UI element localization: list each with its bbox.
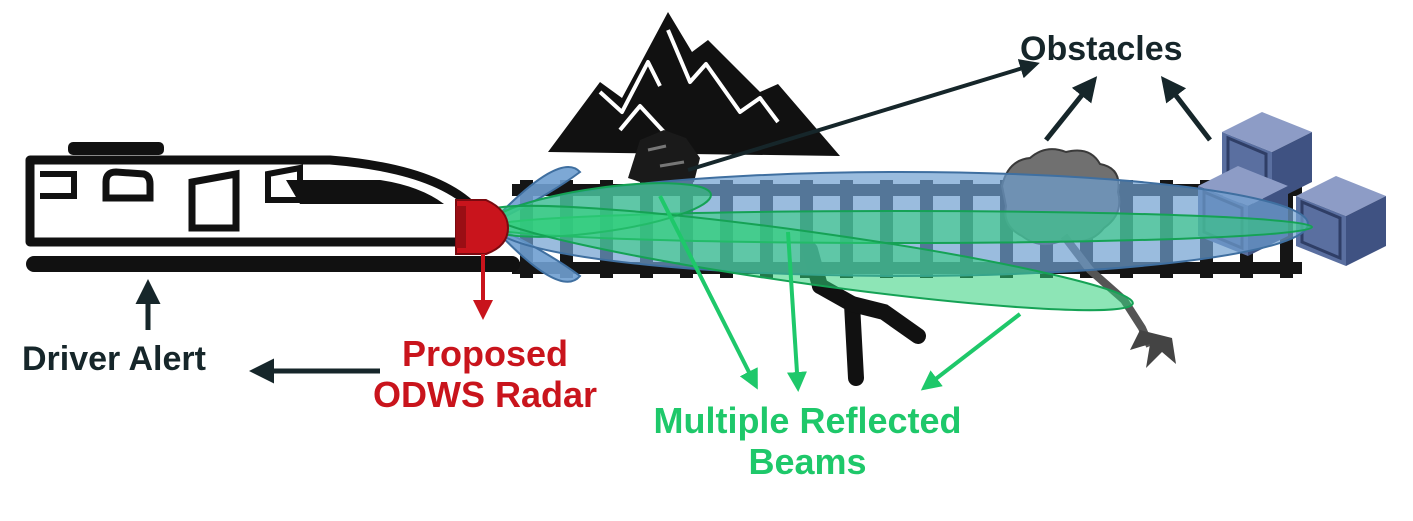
label-beams-line-2: Beams — [748, 441, 867, 483]
label-obstacles: Obstacles — [1020, 30, 1183, 68]
label-beams-line-1: Multiple Reflected — [653, 400, 962, 441]
train-icon — [25, 142, 520, 272]
arrow-beam-1 — [658, 195, 758, 390]
arrow-beam-2 — [786, 231, 807, 392]
arrow-beam-3 — [920, 312, 1022, 391]
arrow-tree-to-obstacles — [1044, 76, 1098, 142]
label-proposed-odws-radar: Proposed ODWS Radar — [355, 333, 615, 416]
rock-icon — [628, 130, 700, 190]
label-radar-line-2: ODWS Radar — [372, 374, 598, 416]
radar-icon — [455, 199, 510, 255]
label-driver-alert: Driver Alert — [22, 340, 206, 378]
arrow-rock-to-obstacles — [687, 59, 1040, 172]
label-multiple-reflected-beams: Multiple Reflected Beams — [625, 400, 990, 483]
mountain-icon — [548, 12, 840, 156]
label-radar-line-1: Proposed — [401, 333, 569, 374]
arrow-crates-to-obstacles — [1160, 76, 1212, 142]
arrows — [135, 59, 1212, 392]
